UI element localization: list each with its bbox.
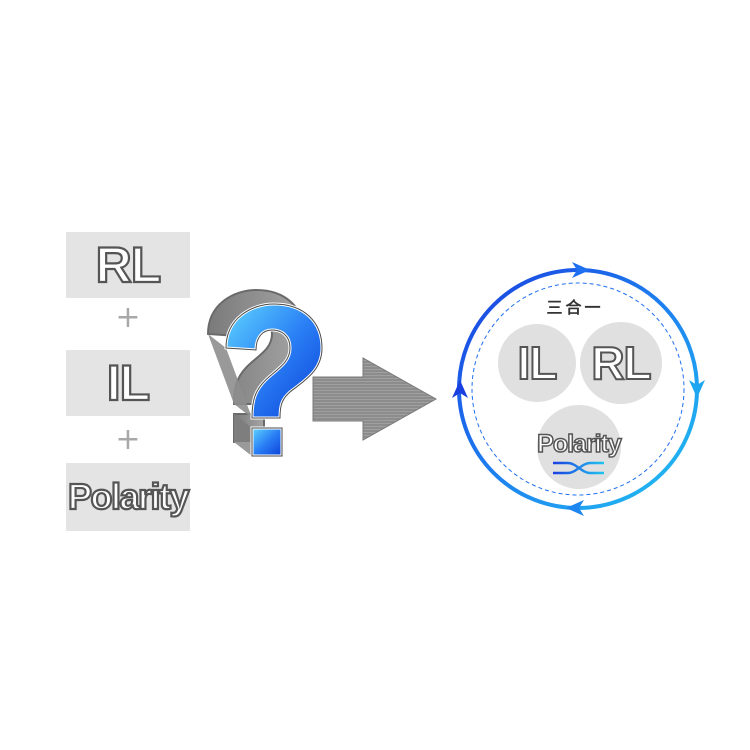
il-circle (498, 324, 576, 402)
polarity-circle (537, 405, 621, 489)
rl-circle (580, 322, 662, 404)
il-box: IL (66, 350, 190, 416)
parallel-lines-icon (552, 409, 602, 420)
polarity-label: Polarity (67, 475, 191, 518)
plus-sign-2: + (115, 422, 141, 457)
il-label: IL (106, 354, 152, 412)
rl-label: RL (95, 236, 163, 294)
plus-sign-1: + (115, 300, 141, 335)
question-mark-3d-icon (206, 288, 324, 458)
rl-circle-label: RL (590, 336, 652, 390)
rl-box: RL (66, 232, 190, 298)
il-circle-label: IL (517, 336, 559, 390)
crossed-lines-icon (553, 461, 604, 475)
polarity-circle-label-wrap: Polarity (536, 425, 622, 463)
circular-cycle-arrows-icon (452, 262, 705, 516)
right-arrow-icon (312, 357, 438, 441)
il-circle-label-wrap: IL (498, 324, 576, 402)
rl-circle-label-wrap: RL (580, 322, 662, 404)
polarity-circle-label: Polarity (536, 429, 622, 459)
merge-title: 三合一 (546, 298, 604, 317)
polarity-box: Polarity (66, 463, 191, 531)
